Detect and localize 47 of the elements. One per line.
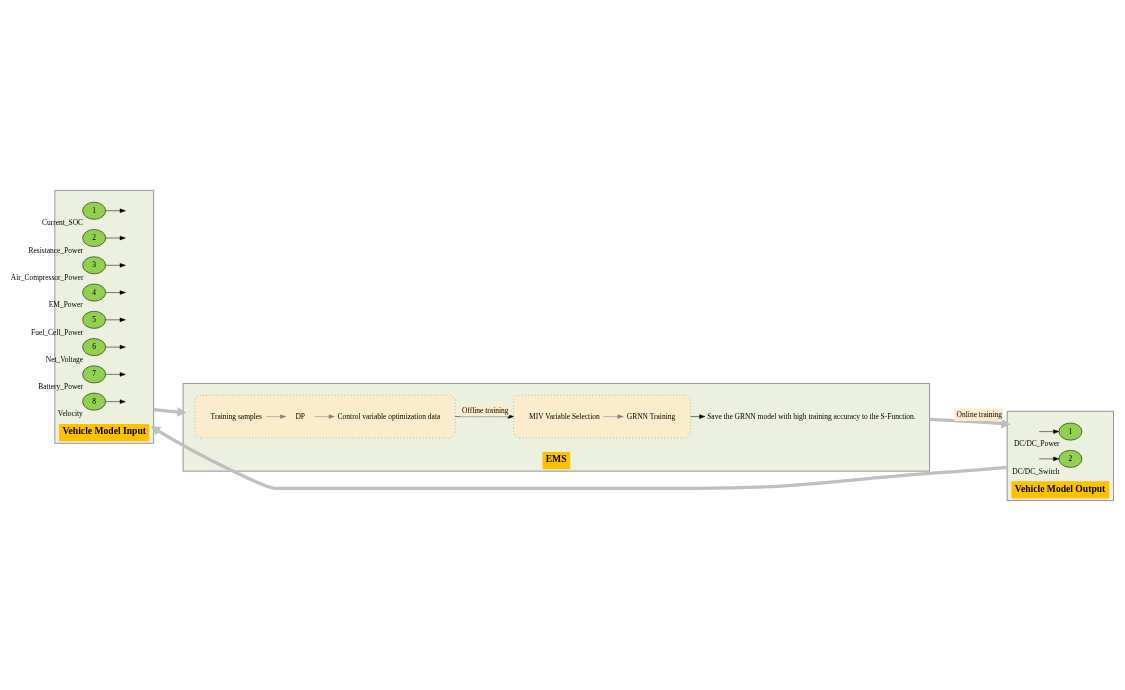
node-ellipse: 1 (1058, 422, 1083, 440)
node-label: Current_SOC (42, 217, 84, 227)
arrow (603, 414, 624, 419)
node-ellipse: 5 (82, 310, 106, 329)
edge-label: Online training (956, 409, 1003, 419)
node-label: Resistance_Power (28, 245, 84, 255)
node-ellipse: 2 (1058, 449, 1083, 468)
node-ellipse: 1 (82, 201, 106, 220)
node-label: Net_Voltage (45, 354, 84, 364)
node-label: EM_Power (48, 299, 83, 309)
arrow (265, 414, 286, 419)
arrow (105, 289, 126, 295)
cluster (513, 394, 691, 438)
arrow (105, 208, 126, 213)
node-text: GRNN Training (626, 411, 676, 421)
node-text: MIV Variable Selection (529, 411, 600, 421)
node-ellipse: 2 (82, 228, 106, 247)
arrow (690, 414, 706, 419)
node-label: DC/DC_Switch (1012, 466, 1060, 476)
arrow (1039, 428, 1060, 434)
arrow (105, 371, 126, 376)
node-label: Battery_Power (38, 381, 84, 391)
node-label: Velocity (57, 408, 83, 418)
arrow (105, 399, 126, 404)
node-text: Save the GRNN model with high training accuracy to the S-Function. (707, 411, 916, 421)
arrow (105, 235, 126, 240)
arrow (153, 406, 187, 417)
node-ellipse: 3 (82, 255, 106, 274)
node-text: Training samples (210, 411, 262, 421)
arrow (105, 344, 126, 349)
edge-label: Offline training (461, 405, 509, 415)
arrow (105, 262, 126, 267)
node-label: Air_Compressor_Power (10, 272, 84, 282)
node-ellipse: 4 (82, 283, 106, 301)
node-label: DC/DC_Power (1013, 438, 1060, 448)
node-text: Control variable optimization data (337, 411, 441, 421)
arrow (314, 414, 335, 419)
node-label: Fuel_Cell_Power (31, 327, 84, 337)
node-ellipse: 6 (82, 337, 106, 356)
node-ellipse: 7 (82, 365, 106, 383)
arrow (105, 317, 126, 322)
arrow (1039, 456, 1060, 461)
node-text: DP (295, 411, 305, 421)
arrow (150, 425, 1008, 490)
arrow (929, 417, 1011, 428)
cluster (194, 394, 456, 438)
node-ellipse: 8 (82, 392, 106, 410)
